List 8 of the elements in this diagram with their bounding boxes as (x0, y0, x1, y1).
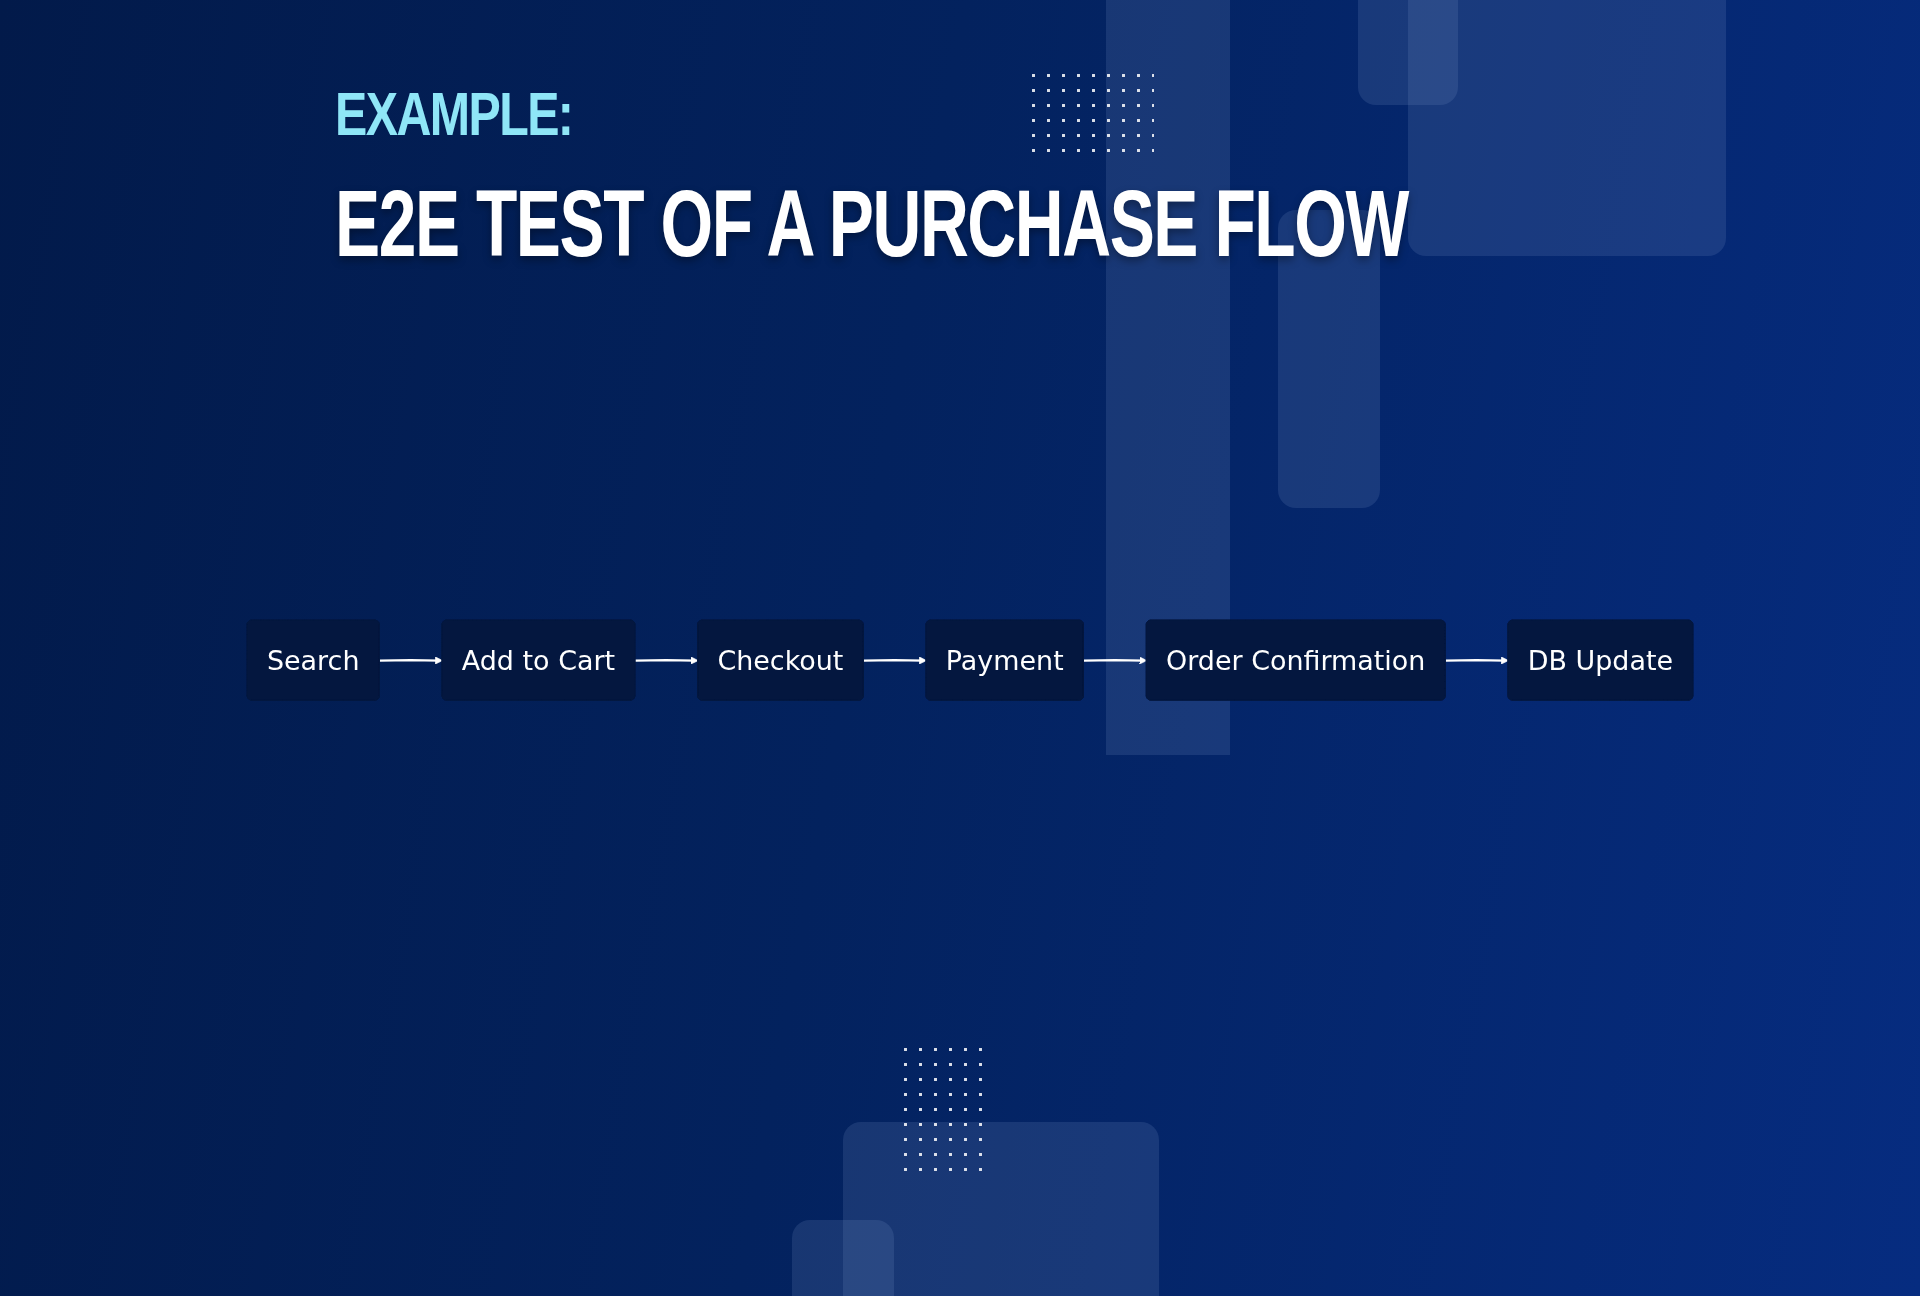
arrow (1083, 656, 1148, 665)
arrow (1445, 656, 1509, 665)
arrow (863, 656, 927, 665)
flowchart: Search Add to Cart Checkout Payment Order Confirmation DB Update (240, 612, 1700, 708)
heading-label: EXAMPLE: (335, 78, 573, 149)
title: E2E TEST OF A PURCHASE FLOW (335, 170, 1408, 278)
arrow (635, 656, 699, 665)
arrow (379, 656, 443, 665)
